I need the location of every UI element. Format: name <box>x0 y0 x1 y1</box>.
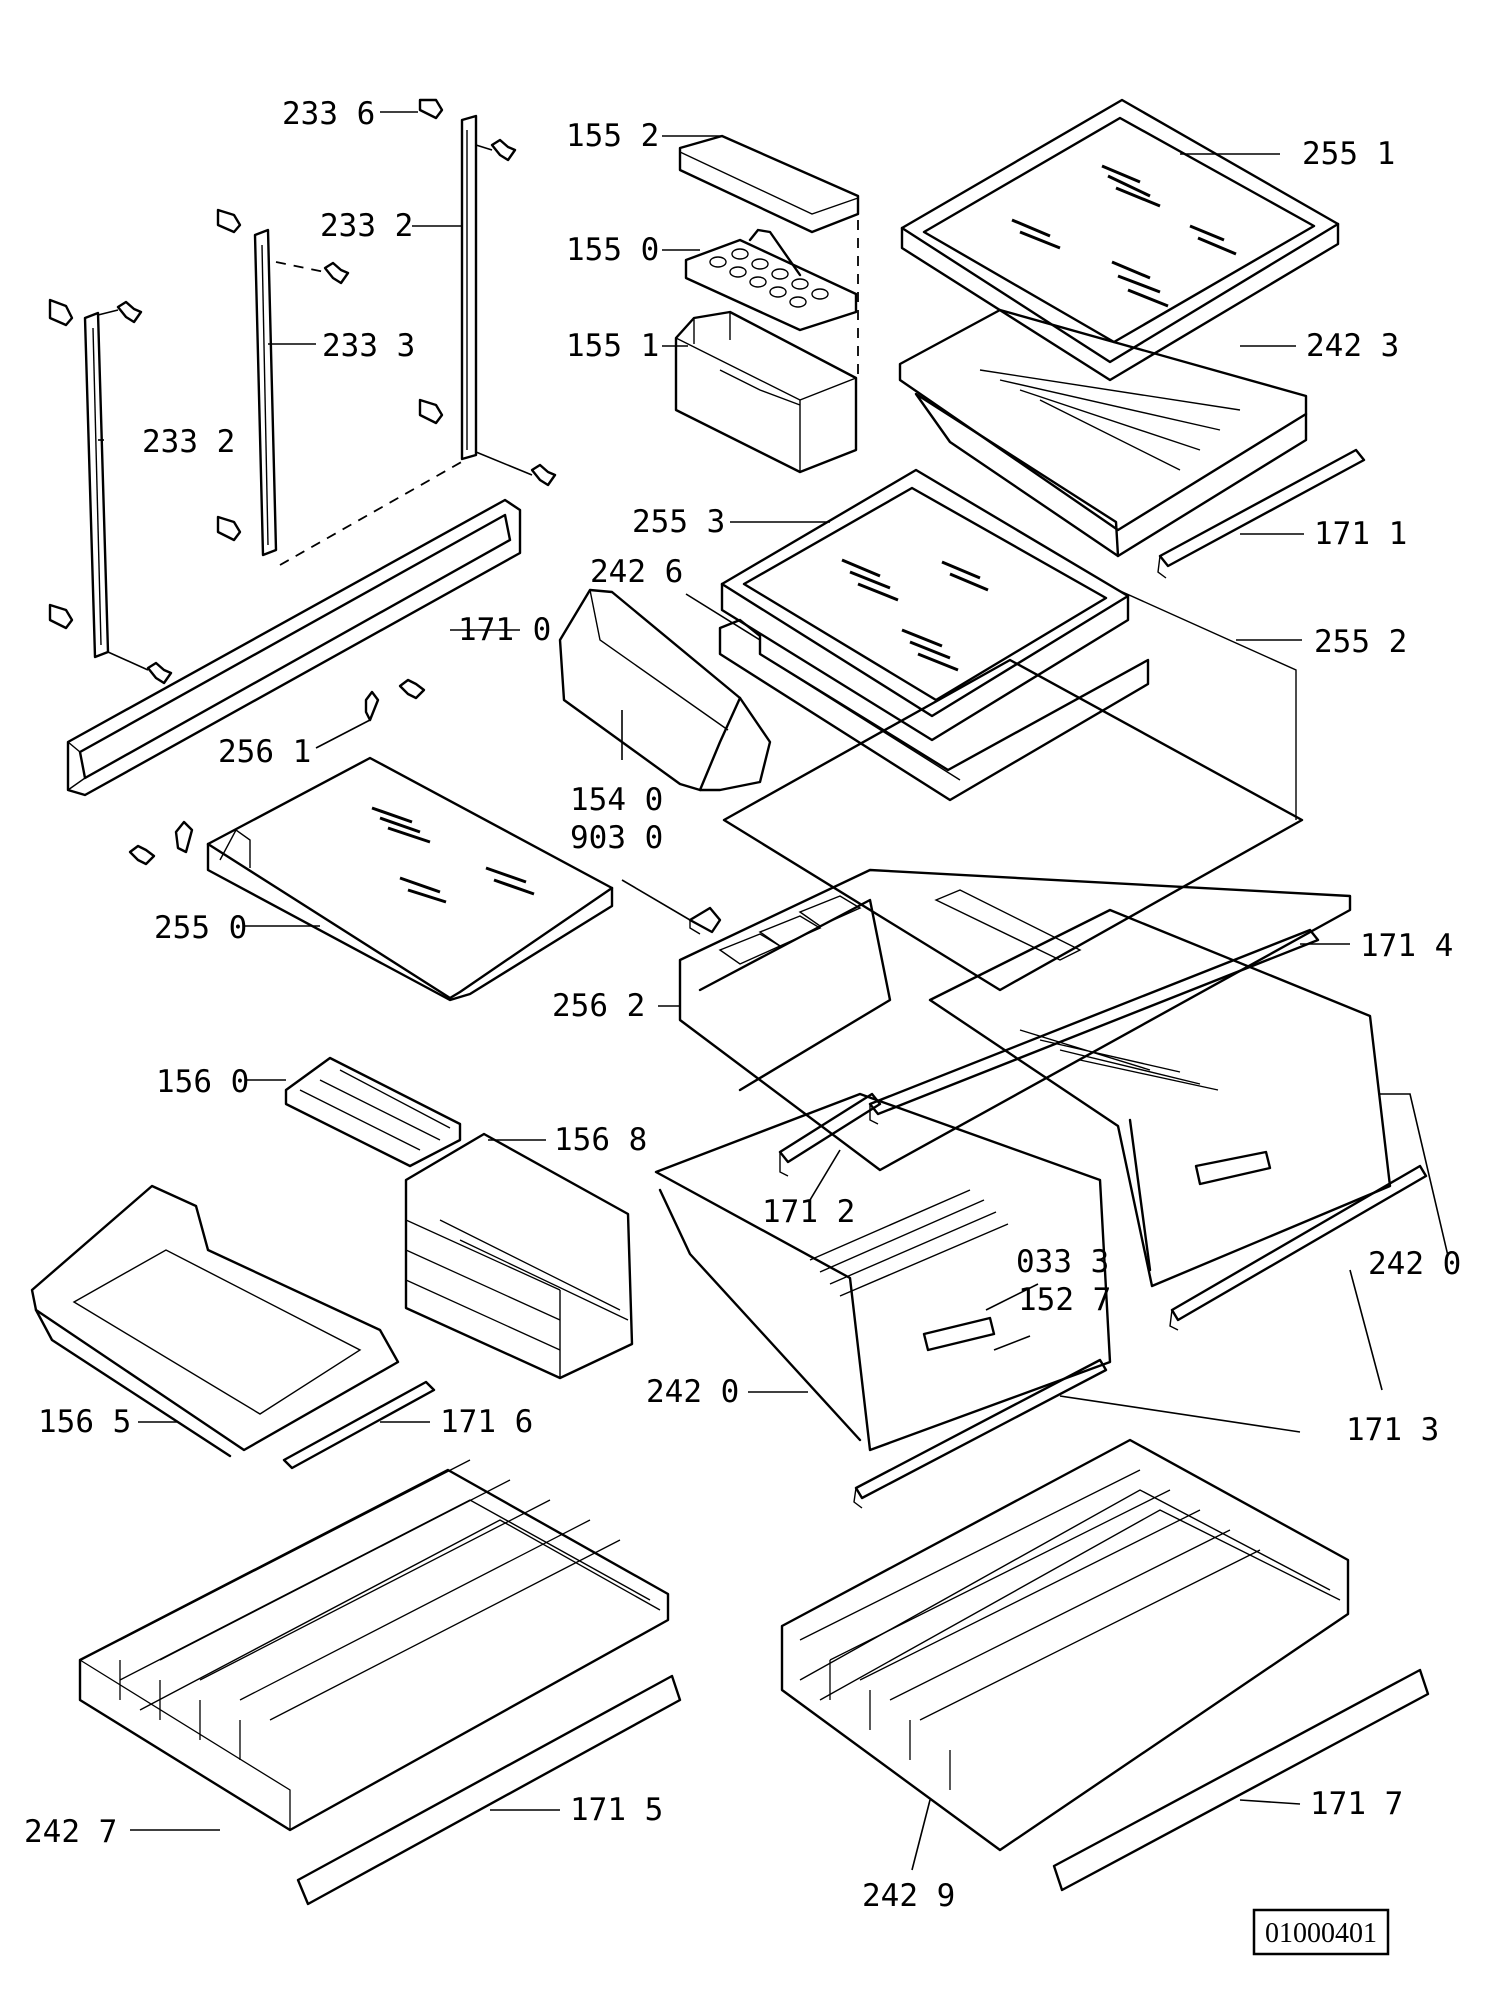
label-233-6: 233 6 <box>282 96 375 132</box>
wire-basket-242-9 <box>780 1438 1350 1852</box>
label-242-0-right: 242 0 <box>1368 1246 1461 1282</box>
wire-basket-242-7 <box>78 1459 670 1832</box>
label-156-5: 156 5 <box>38 1404 131 1440</box>
trim-171-1 <box>1157 448 1366 579</box>
label-033-3: 033 3 <box>1016 1244 1109 1280</box>
label-154-0: 154 0 <box>570 782 663 818</box>
trim-171-3-left <box>853 1358 1108 1509</box>
label-242-6: 242 6 <box>590 554 683 590</box>
clip-903-0 <box>688 906 722 935</box>
label-171-0: 171 0 <box>458 612 551 648</box>
label-171-4: 171 4 <box>1360 928 1453 964</box>
glass-shelf-255-3 <box>720 468 1130 742</box>
trim-bar-171-4 <box>868 928 1320 1125</box>
label-171-6: 171 6 <box>440 1404 533 1440</box>
shelf-support-233-2-top <box>418 98 557 487</box>
trim-171-5 <box>296 1674 682 1906</box>
label-233-2-top: 233 2 <box>320 208 413 244</box>
label-255-1: 255 1 <box>1302 136 1395 172</box>
label-171-5: 171 5 <box>570 1792 663 1828</box>
label-155-2: 155 2 <box>566 118 659 154</box>
crisper-frame-256-2 <box>678 868 1352 1172</box>
label-155-1: 155 1 <box>566 328 659 364</box>
label-255-2: 255 2 <box>1314 624 1407 660</box>
glass-panel-255-2 <box>722 589 1304 992</box>
crisper-pan-242-3 <box>898 308 1308 558</box>
glass-shelf-255-0 <box>206 756 614 1002</box>
label-242-7: 242 7 <box>24 1814 117 1850</box>
wine-rack-156-8 <box>404 1132 634 1380</box>
dairy-bin-155-1 <box>674 310 858 474</box>
storage-bin-156-5 <box>30 1184 400 1458</box>
support-alignment-line <box>279 459 466 566</box>
trim-171-6 <box>282 1380 436 1470</box>
label-156-8: 156 8 <box>554 1122 647 1158</box>
trim-171-2 <box>778 1092 882 1177</box>
shelf-support-233-3 <box>216 208 350 557</box>
label-156-0: 156 0 <box>156 1064 249 1100</box>
deli-drawer-154-0 <box>558 588 772 792</box>
dairy-lid-155-2 <box>678 134 860 234</box>
label-256-1: 256 1 <box>218 734 311 770</box>
trim-171-3-right <box>1169 1164 1428 1331</box>
shelf-support-233-2-left <box>48 298 173 685</box>
egg-tray-155-0 <box>684 228 858 332</box>
crisper-drawer-242-0-right <box>928 908 1392 1288</box>
label-242-0-left: 242 0 <box>646 1374 739 1410</box>
label-171-2: 171 2 <box>762 1194 855 1230</box>
trim-171-7 <box>1052 1668 1430 1892</box>
leader-lines <box>98 111 1449 1871</box>
shelf-bracket-256-1 <box>128 678 426 866</box>
label-171-1: 171 1 <box>1314 516 1407 552</box>
label-242-3: 242 3 <box>1306 328 1399 364</box>
part-labels: 233 6 233 2 233 3 233 2 155 2 155 0 155 … <box>24 96 1461 1914</box>
label-255-0: 255 0 <box>154 910 247 946</box>
label-233-3: 233 3 <box>322 328 415 364</box>
ice-tray-156-0 <box>284 1056 462 1168</box>
crisper-cover-frame-242-6 <box>718 618 1150 802</box>
trim-bar-171-0 <box>66 498 522 797</box>
crisper-drawer-242-0-left <box>654 1092 1112 1452</box>
label-155-0: 155 0 <box>566 232 659 268</box>
label-256-2: 256 2 <box>552 988 645 1024</box>
label-903-0: 903 0 <box>570 820 663 856</box>
label-171-7: 171 7 <box>1310 1786 1403 1822</box>
label-242-9: 242 9 <box>862 1878 955 1914</box>
drawing-code-box: 01000401 <box>1252 1908 1390 1956</box>
label-171-3: 171 3 <box>1346 1412 1439 1448</box>
label-255-3: 255 3 <box>632 504 725 540</box>
glass-shelf-255-1 <box>900 98 1340 382</box>
drawing-code: 01000401 <box>1265 1918 1377 1949</box>
label-233-2-left: 233 2 <box>142 424 235 460</box>
label-152-7: 152 7 <box>1018 1282 1111 1318</box>
